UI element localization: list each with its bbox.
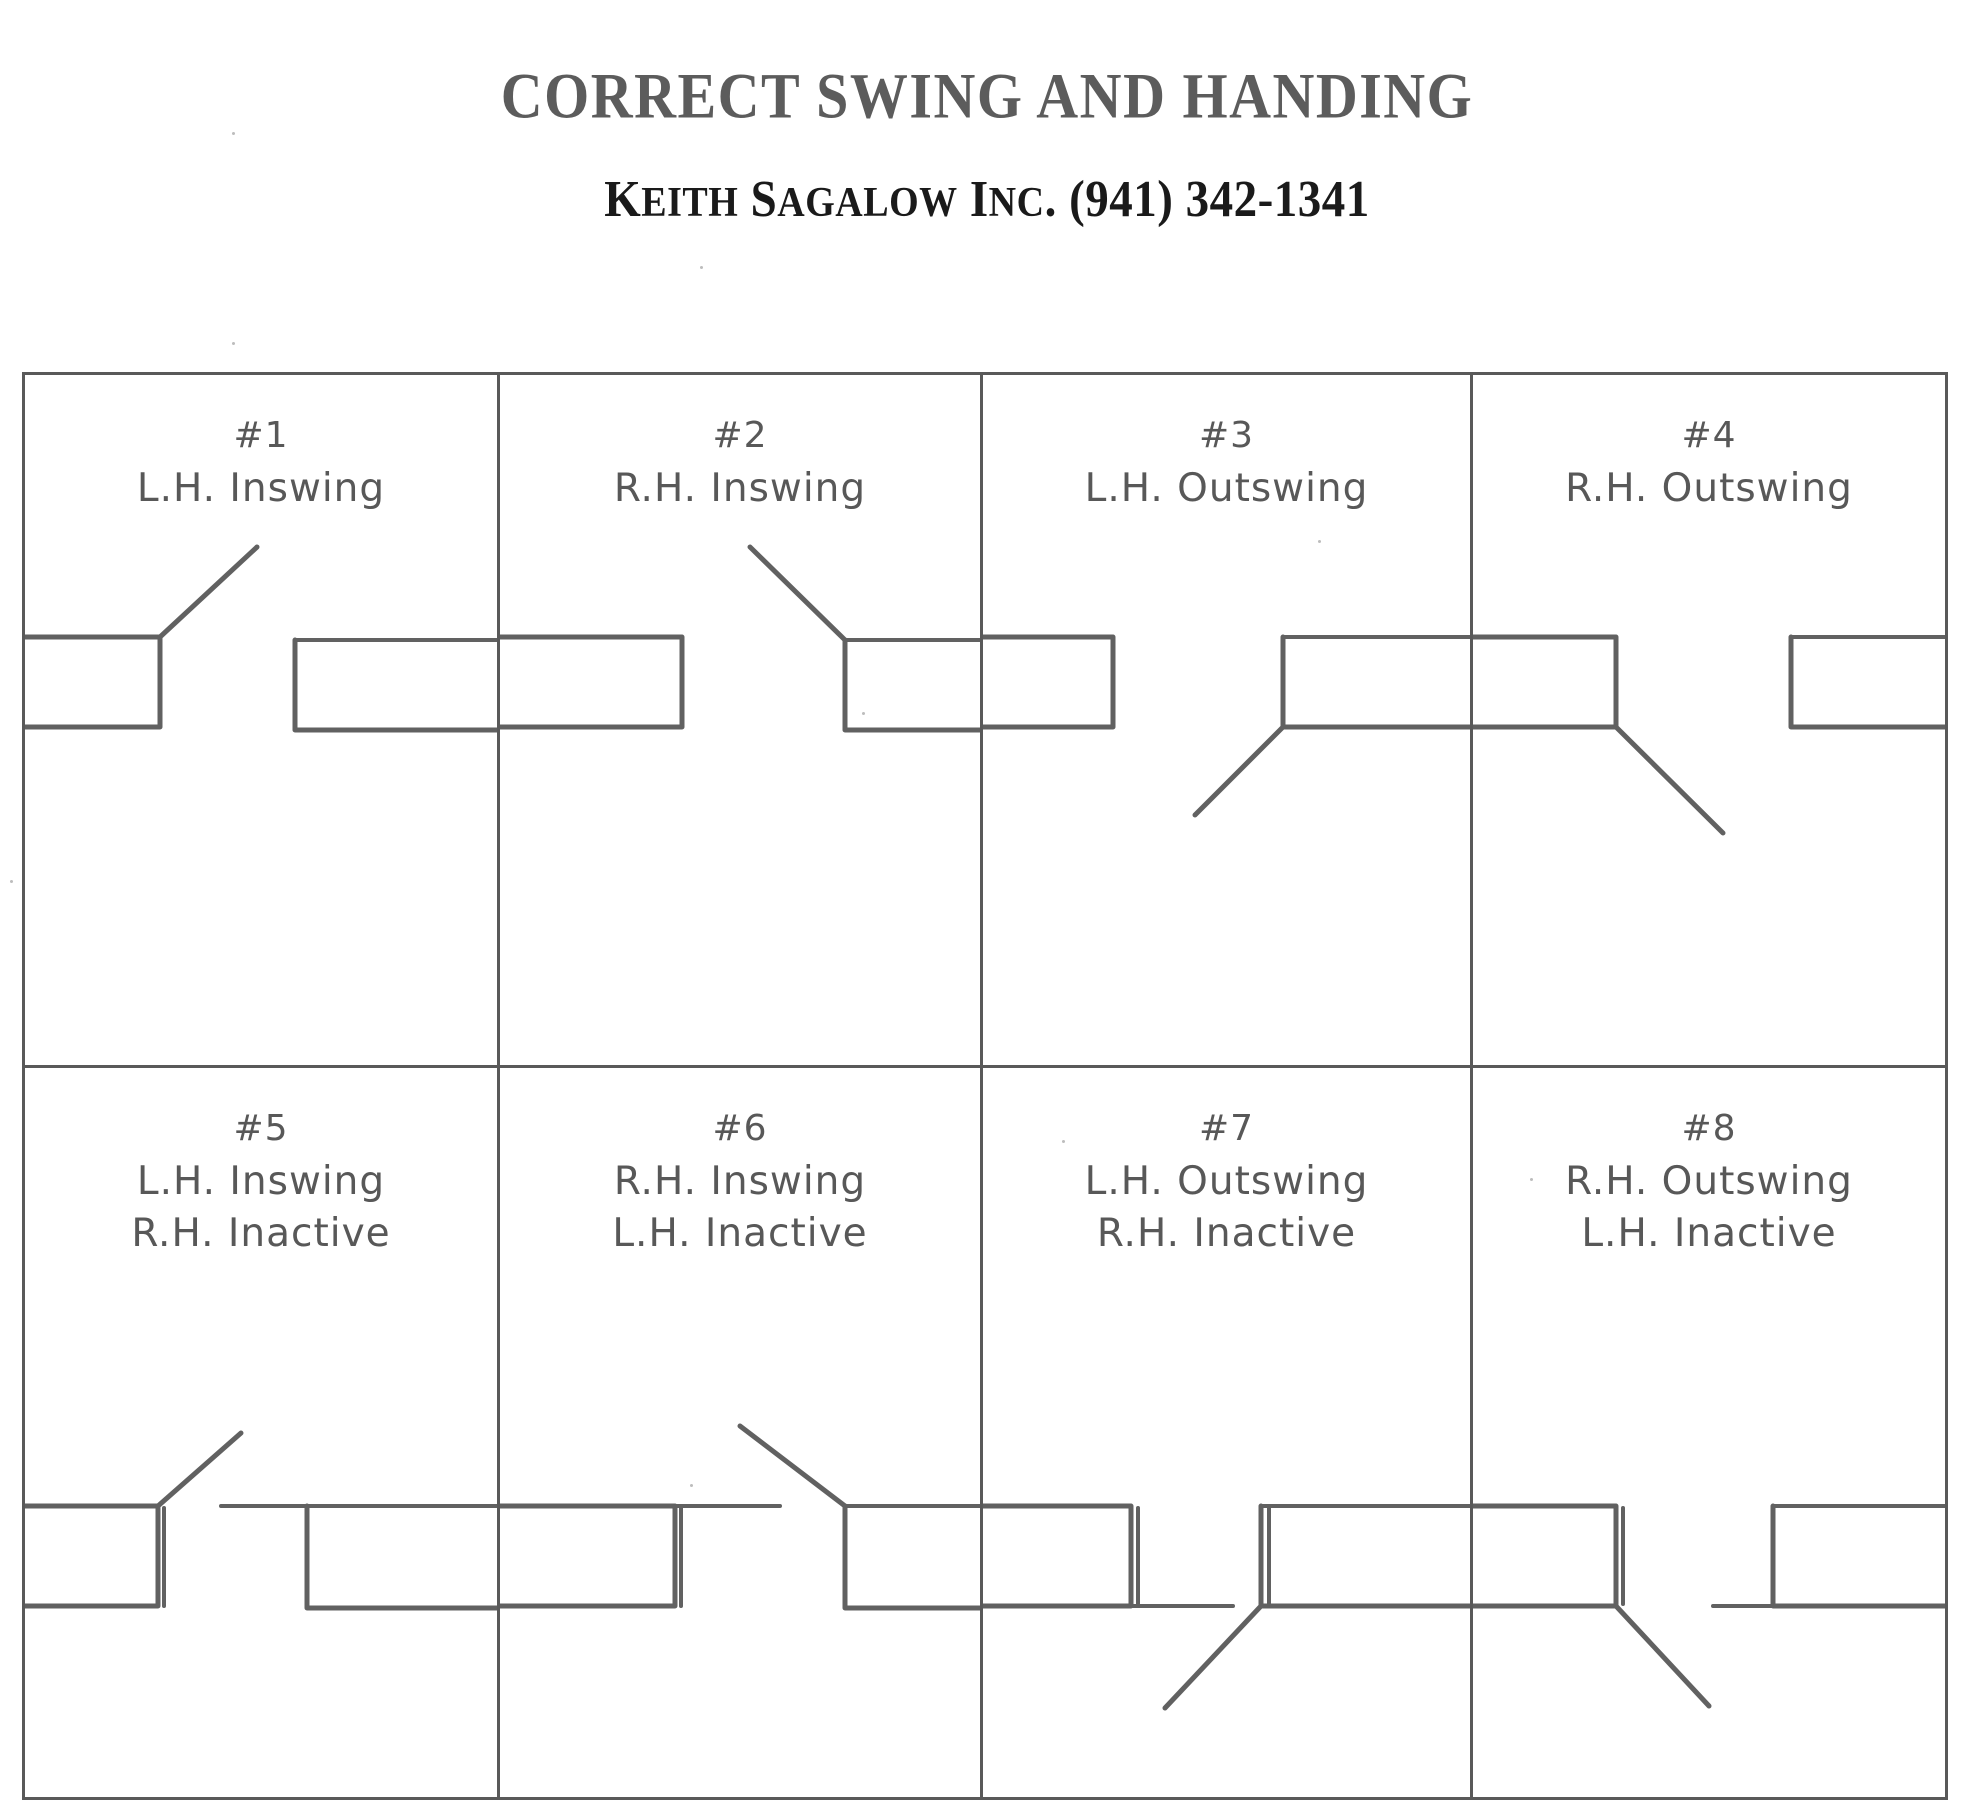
swing-cell-6[interactable]: #6 R.H. Inswing L.H. Inactive [500,1068,980,1797]
chart-divider-horizontal [22,1065,1948,1068]
scan-speckle [1530,1178,1533,1181]
swing-cell-5[interactable]: #5 L.H. Inswing R.H. Inactive [25,1068,497,1797]
cell-5-line-2: R.H. Inactive [131,1211,391,1256]
cell-3-labels: #3 L.H. Outswing [983,413,1470,515]
cell-1-labels: #1 L.H. Inswing [25,413,497,515]
cell-7-labels: #7 L.H. Outswing R.H. Inactive [983,1106,1470,1260]
chart-border-left [22,372,25,1800]
cell-8-line-2: L.H. Inactive [1581,1211,1837,1256]
cell-7-number: #7 [1198,1108,1255,1149]
scan-speckle [700,266,703,269]
scan-speckle [232,342,235,345]
scan-speckle [232,132,235,135]
chart-divider-vertical-2 [980,372,983,1800]
scan-speckle [1318,540,1321,543]
scan-speckle [690,1484,693,1487]
page-title: CORRECT SWING AND HANDING [500,59,1474,133]
cell-3-line-1: L.H. Outswing [1084,466,1369,511]
cell-6-number: #6 [712,1108,768,1149]
scan-speckle [10,880,13,883]
swing-handing-chart: #1 L.H. Inswing #2 R.H. Inswing [22,372,1948,1800]
cell-7-line-1: L.H. Outswing [1084,1159,1369,1204]
cell-8-number: #8 [1681,1108,1737,1149]
cell-5-labels: #5 L.H. Inswing R.H. Inactive [25,1106,497,1260]
chart-divider-vertical-3 [1470,372,1473,1800]
cell-1-line-1: L.H. Inswing [136,466,386,511]
cell-2-number: #2 [712,415,768,456]
swing-cell-8[interactable]: #8 R.H. Outswing L.H. Inactive [1473,1068,1945,1797]
chart-divider-vertical-1 [497,372,500,1800]
cell-6-line-1: R.H. Inswing [613,1159,867,1204]
cell-5-number: #5 [233,1108,289,1149]
swing-cell-4[interactable]: #4 R.H. Outswing [1473,375,1945,1065]
cell-2-labels: #2 R.H. Inswing [500,413,980,515]
scan-speckle [1062,1140,1065,1143]
document-header: CORRECT SWING AND HANDING KEITH SAGALOW … [0,0,1974,228]
chart-border-top [22,372,1948,375]
swing-cell-2[interactable]: #2 R.H. Inswing [500,375,980,1065]
cell-1-number: #1 [233,415,289,456]
chart-border-right [1945,372,1948,1800]
cell-8-line-1: R.H. Outswing [1565,1159,1853,1204]
cell-4-labels: #4 R.H. Outswing [1473,413,1945,515]
cell-4-number: #4 [1681,415,1737,456]
swing-cell-3[interactable]: #3 L.H. Outswing [983,375,1470,1065]
swing-cell-1[interactable]: #1 L.H. Inswing [25,375,497,1065]
cell-4-line-1: R.H. Outswing [1565,466,1853,511]
cell-8-labels: #8 R.H. Outswing L.H. Inactive [1473,1106,1945,1260]
swing-cell-7[interactable]: #7 L.H. Outswing R.H. Inactive [983,1068,1470,1797]
cell-3-number: #3 [1198,415,1255,456]
cell-2-line-1: R.H. Inswing [613,466,867,511]
company-subtitle: KEITH SAGALOW INC. (941) 342-1341 [604,170,1370,228]
chart-border-bottom [22,1797,1948,1800]
cell-7-line-2: R.H. Inactive [1096,1211,1357,1256]
scan-speckle [862,712,865,715]
cell-5-line-1: L.H. Inswing [136,1159,386,1204]
cell-6-line-2: L.H. Inactive [612,1211,868,1256]
cell-6-labels: #6 R.H. Inswing L.H. Inactive [500,1106,980,1260]
